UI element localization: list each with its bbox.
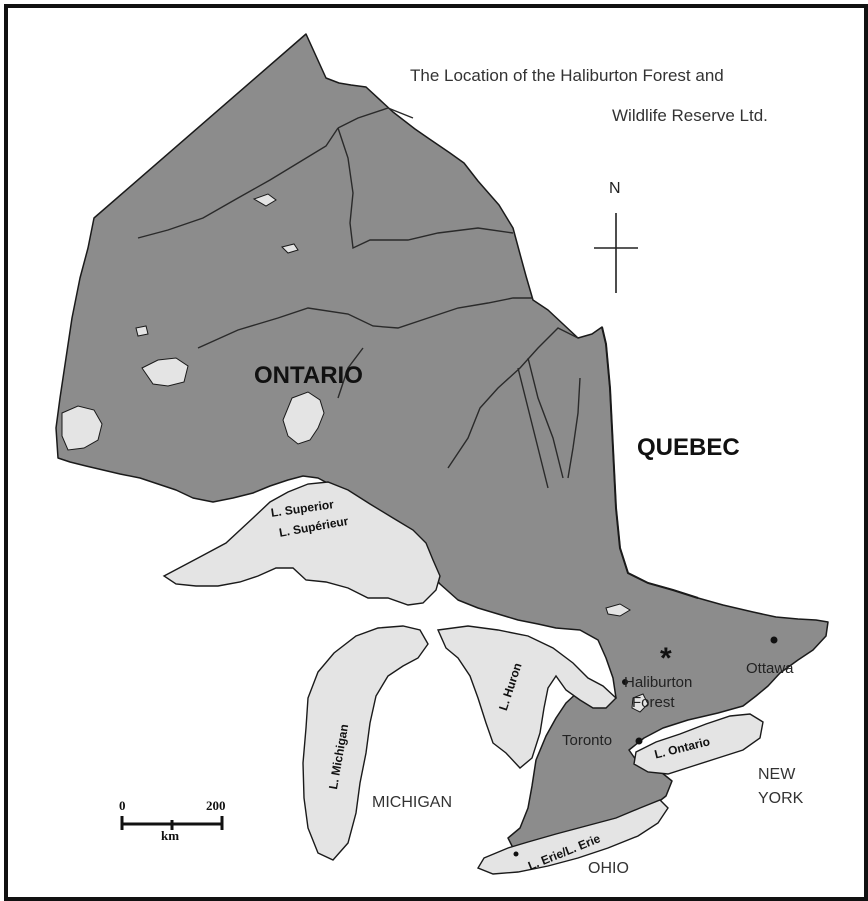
region-label-new-york-line-1: NEW <box>758 766 796 783</box>
river-2 <box>337 127 514 250</box>
map-frame: The Location of the Haliburton Forest an… <box>4 4 868 901</box>
lake-small-3 <box>135 325 149 337</box>
place-label-haliburton-line-1: Haliburton <box>624 674 693 691</box>
scale-bar-unit-label: km <box>161 828 180 843</box>
river-5 <box>447 327 579 469</box>
erie-dot <box>513 851 519 857</box>
lake-simcoe <box>631 693 649 713</box>
lake-nipigon <box>282 391 325 445</box>
region-label-ohio: OHIO <box>588 860 629 877</box>
river-9 <box>337 347 364 399</box>
place-label-haliburton-line-2: Forest <box>632 694 675 711</box>
lake-huron <box>436 625 618 769</box>
lake-erie <box>476 799 669 875</box>
lake-nipissing <box>605 603 631 617</box>
inland-lakes <box>61 193 649 713</box>
river-7 <box>527 357 564 479</box>
scale-bar-end-label: 200 <box>206 798 226 813</box>
rivers <box>137 107 581 489</box>
north-arrow <box>594 213 638 293</box>
lake-ontario <box>633 713 764 775</box>
river-4 <box>337 107 414 129</box>
lake-small-2 <box>281 243 299 254</box>
haliburton-dot <box>622 679 628 685</box>
map-title-line-1: The Location of the Haliburton Forest an… <box>410 66 724 85</box>
north-label: N <box>609 180 621 197</box>
scale-bar-start-label: 0 <box>119 798 126 813</box>
river-1 <box>137 127 339 239</box>
lake-seul <box>141 357 189 387</box>
map-canvas <box>55 33 829 875</box>
region-label-ontario: ONTARIO <box>254 362 363 389</box>
river-8 <box>567 377 581 479</box>
region-label-michigan: MICHIGAN <box>372 794 452 811</box>
quebec-boundary <box>601 326 699 599</box>
haliburton-marker: * <box>660 642 672 675</box>
lake-small-1 <box>252 193 277 207</box>
map-title-line-2: Wildlife Reserve Ltd. <box>612 106 768 125</box>
scale-bar <box>120 816 224 830</box>
place-label-ottawa: Ottawa <box>746 660 794 677</box>
lake-superior <box>162 481 441 606</box>
toronto-dot <box>635 737 643 745</box>
region-label-quebec: QUEBEC <box>637 434 740 461</box>
region-label-new-york-line-2: YORK <box>758 790 804 807</box>
river-6 <box>517 367 549 489</box>
place-label-toronto: Toronto <box>562 732 613 749</box>
lake-michigan <box>302 625 429 861</box>
ottawa-dot <box>770 636 778 644</box>
river-3 <box>197 297 533 349</box>
lake-woods <box>61 405 103 451</box>
